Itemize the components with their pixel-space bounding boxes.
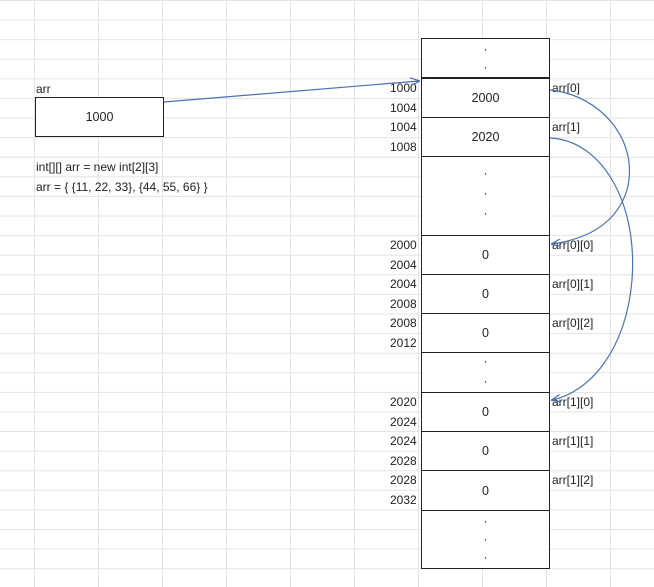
element-label: arr[1][1] — [552, 434, 594, 448]
memory-gap-top — [421, 38, 550, 78]
memory-cell: 2020 — [421, 117, 550, 157]
memory-cell: 0 — [421, 470, 550, 511]
code-line-1: int[][] arr = new int[2][3] — [36, 160, 159, 174]
memory-cell: 0 — [421, 235, 550, 275]
address-end: 2008 — [390, 297, 417, 311]
code-line-2: arr = { {11, 22, 33}, {44, 55, 66} } — [36, 180, 208, 194]
address-end: 2004 — [390, 258, 417, 272]
variable-name: arr — [36, 82, 51, 96]
element-label: arr[1] — [552, 120, 581, 134]
memory-cell: 0 — [421, 431, 550, 471]
address-start: 2004 — [390, 277, 417, 291]
address-end: 2012 — [390, 336, 417, 350]
dot: · — [483, 206, 488, 220]
element-label: arr[1][0] — [552, 395, 594, 409]
address-end: 2024 — [390, 415, 417, 429]
address-start: 2000 — [390, 238, 417, 252]
cell-value: 0 — [482, 287, 489, 301]
memory-cell: 2000 — [421, 78, 550, 118]
memory-cell: 0 — [421, 313, 550, 353]
address-start: 2020 — [390, 395, 417, 409]
address-start: 2008 — [390, 316, 417, 330]
memory-gap-bottom — [421, 510, 550, 569]
address-end: 1008 — [390, 140, 417, 154]
element-label: arr[0][2] — [552, 316, 594, 330]
address-end: 2028 — [390, 454, 417, 468]
cell-value: 0 — [482, 483, 489, 498]
cell-value: 0 — [482, 444, 489, 458]
address-start: 1004 — [390, 120, 417, 134]
cell-value: 0 — [482, 326, 489, 340]
dot: · — [483, 374, 488, 388]
dot: · — [483, 166, 488, 180]
element-label: arr[0] — [552, 81, 581, 95]
cell-value: 2020 — [471, 130, 500, 144]
arrow-arr1-to-2020 — [549, 137, 634, 400]
address-start: 1000 — [390, 81, 417, 95]
memory-gap-small — [421, 352, 550, 393]
memory-gap-middle — [421, 156, 550, 236]
dot: · — [483, 532, 488, 546]
dot: · — [483, 514, 488, 528]
address-end: 2032 — [390, 493, 417, 507]
element-label: arr[1][2] — [552, 473, 594, 487]
dot: · — [483, 60, 488, 74]
memory-cell: 0 — [421, 392, 550, 432]
dot: · — [483, 42, 488, 56]
element-label: arr[0][1] — [552, 277, 594, 291]
address-start: 2024 — [390, 434, 417, 448]
arrow-arr-to-1000 — [163, 81, 419, 103]
variable-value: 1000 — [85, 110, 114, 124]
memory-cell: 0 — [421, 274, 550, 314]
cell-value: 2000 — [471, 91, 500, 105]
cell-value: 0 — [482, 405, 489, 419]
cell-value: 0 — [482, 248, 489, 262]
dot: · — [483, 186, 488, 200]
address-end: 1004 — [390, 101, 417, 115]
variable-box: 1000 — [35, 97, 164, 137]
element-label: arr[0][0] — [552, 238, 594, 252]
arrow-arr0-to-2000 — [549, 89, 630, 244]
address-start: 2028 — [390, 473, 417, 487]
dot: · — [483, 550, 488, 564]
dot: · — [483, 354, 488, 368]
